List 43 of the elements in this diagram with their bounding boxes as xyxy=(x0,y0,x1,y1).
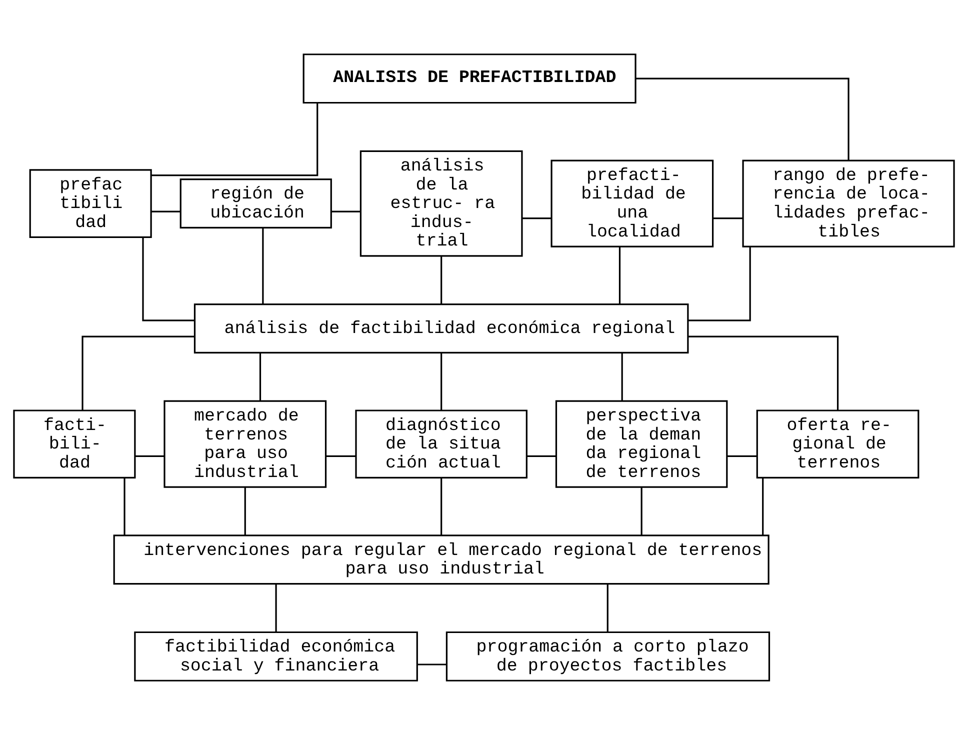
connector xyxy=(326,455,356,457)
connector xyxy=(618,246,621,304)
connector xyxy=(606,584,608,632)
connector xyxy=(259,353,262,401)
connector xyxy=(526,455,556,457)
connector xyxy=(636,78,850,161)
node-box: oferta re- gional de terrenos xyxy=(756,410,920,478)
connector xyxy=(522,218,552,220)
connector xyxy=(688,336,839,410)
node-box: diagnóstico de la situa ción actual xyxy=(355,410,528,478)
connector xyxy=(151,210,180,212)
connector xyxy=(275,584,277,632)
node-box: intervenciones para regular el mercado regional de terrenos para uso industrial xyxy=(113,534,770,585)
node-box: programación a corto plazo de proyectos factibles xyxy=(446,631,770,682)
connector xyxy=(440,353,442,410)
node-box: análisis de la estruc- ra indus- trial xyxy=(360,150,523,257)
connector xyxy=(331,210,361,212)
connector xyxy=(621,353,623,401)
connector xyxy=(135,455,164,457)
connector xyxy=(417,664,447,666)
node-box: factibilidad económica social y financiera xyxy=(134,631,418,682)
node-box: rango de prefe- rencia de loca- lidades prefac- tibles xyxy=(742,160,955,248)
connector xyxy=(440,478,442,536)
connector xyxy=(762,478,764,536)
connector xyxy=(142,237,195,322)
connector xyxy=(688,247,751,322)
connector xyxy=(244,487,246,536)
node-box: perspectiva de la deman da regional de terrenos xyxy=(555,400,728,488)
connector xyxy=(640,487,642,536)
connector xyxy=(440,256,442,304)
connector xyxy=(82,336,195,410)
node-box: facti- bili- dad xyxy=(13,410,136,478)
node-box: mercado de terrenos para uso industrial xyxy=(164,400,327,488)
node-box: prefac tibili dad xyxy=(29,169,152,238)
connector xyxy=(262,228,264,304)
node-box: ANALISIS DE PREFACTIBILIDAD xyxy=(302,54,636,104)
node-box: análisis de factibilidad económica regional xyxy=(194,304,689,354)
connector xyxy=(727,455,757,457)
connector xyxy=(713,218,743,220)
connector xyxy=(151,102,318,176)
node-box: región de ubicación xyxy=(180,178,332,229)
node-box: prefacti- bilidad de una localidad xyxy=(550,160,714,248)
connector xyxy=(124,478,126,536)
